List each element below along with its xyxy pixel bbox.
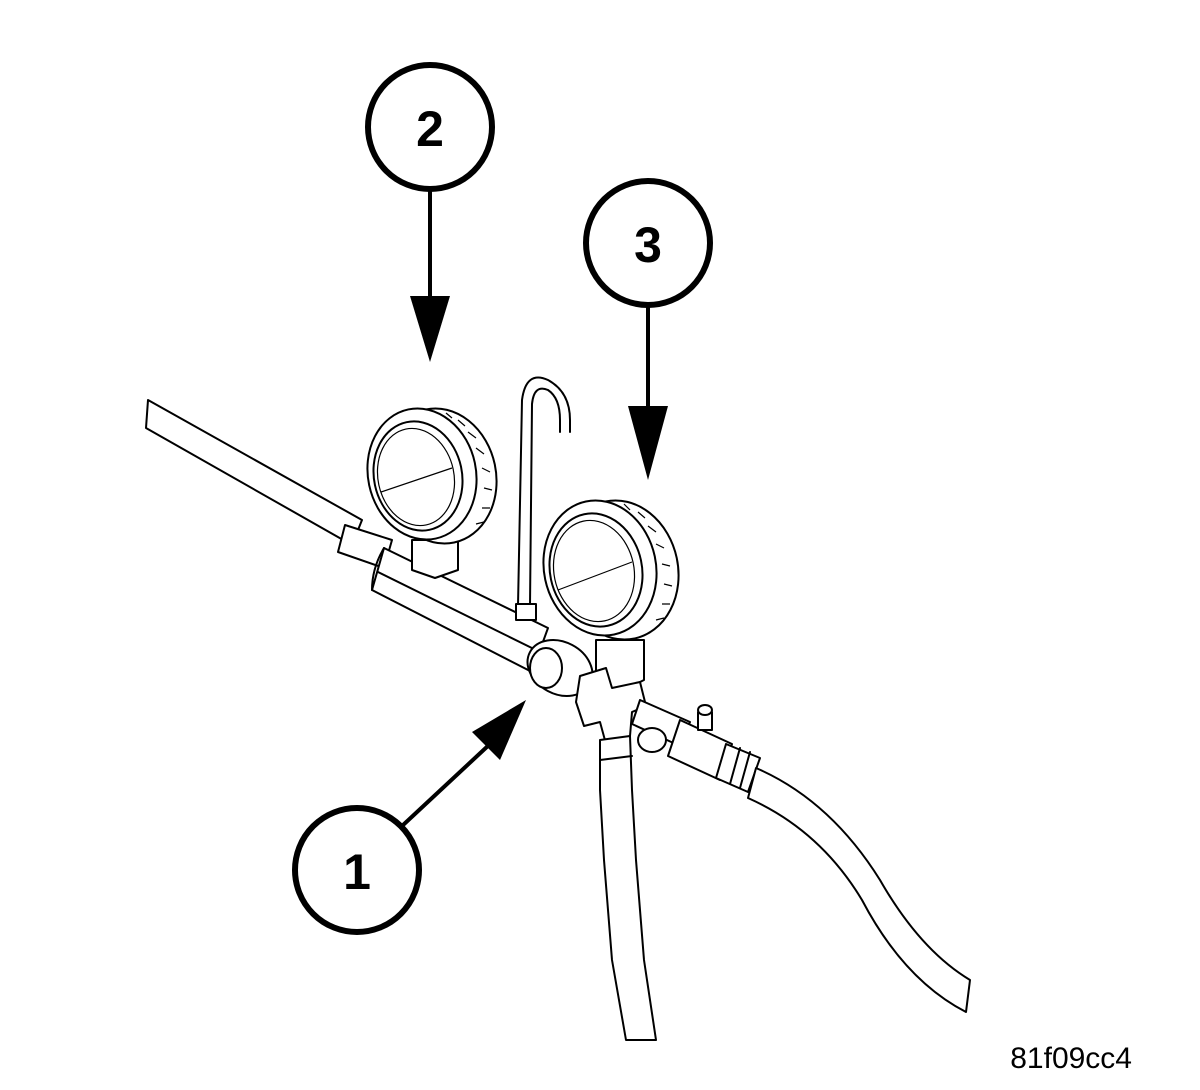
callout-3-arrowhead — [628, 406, 668, 480]
right-coupler — [667, 704, 761, 793]
low-side-gauge — [366, 407, 498, 579]
callout-2: 2 — [365, 62, 495, 362]
callout-2-label: 2 — [416, 101, 444, 157]
callout-1: 1 — [292, 700, 526, 935]
center-hose — [599, 735, 657, 1041]
callout-1-arrowhead — [472, 700, 526, 760]
right-hose — [747, 767, 971, 1013]
high-side-gauge — [542, 499, 680, 693]
figure-reference-code: 81f09cc4 — [1010, 1042, 1132, 1075]
left-hose — [145, 399, 393, 569]
callout-1-label: 1 — [343, 844, 371, 900]
valve-knob — [526, 639, 594, 697]
callout-2-arrowhead — [410, 296, 450, 362]
hanger-hook — [515, 376, 571, 621]
callout-3-label: 3 — [634, 217, 662, 273]
callout-3: 3 — [583, 178, 713, 480]
